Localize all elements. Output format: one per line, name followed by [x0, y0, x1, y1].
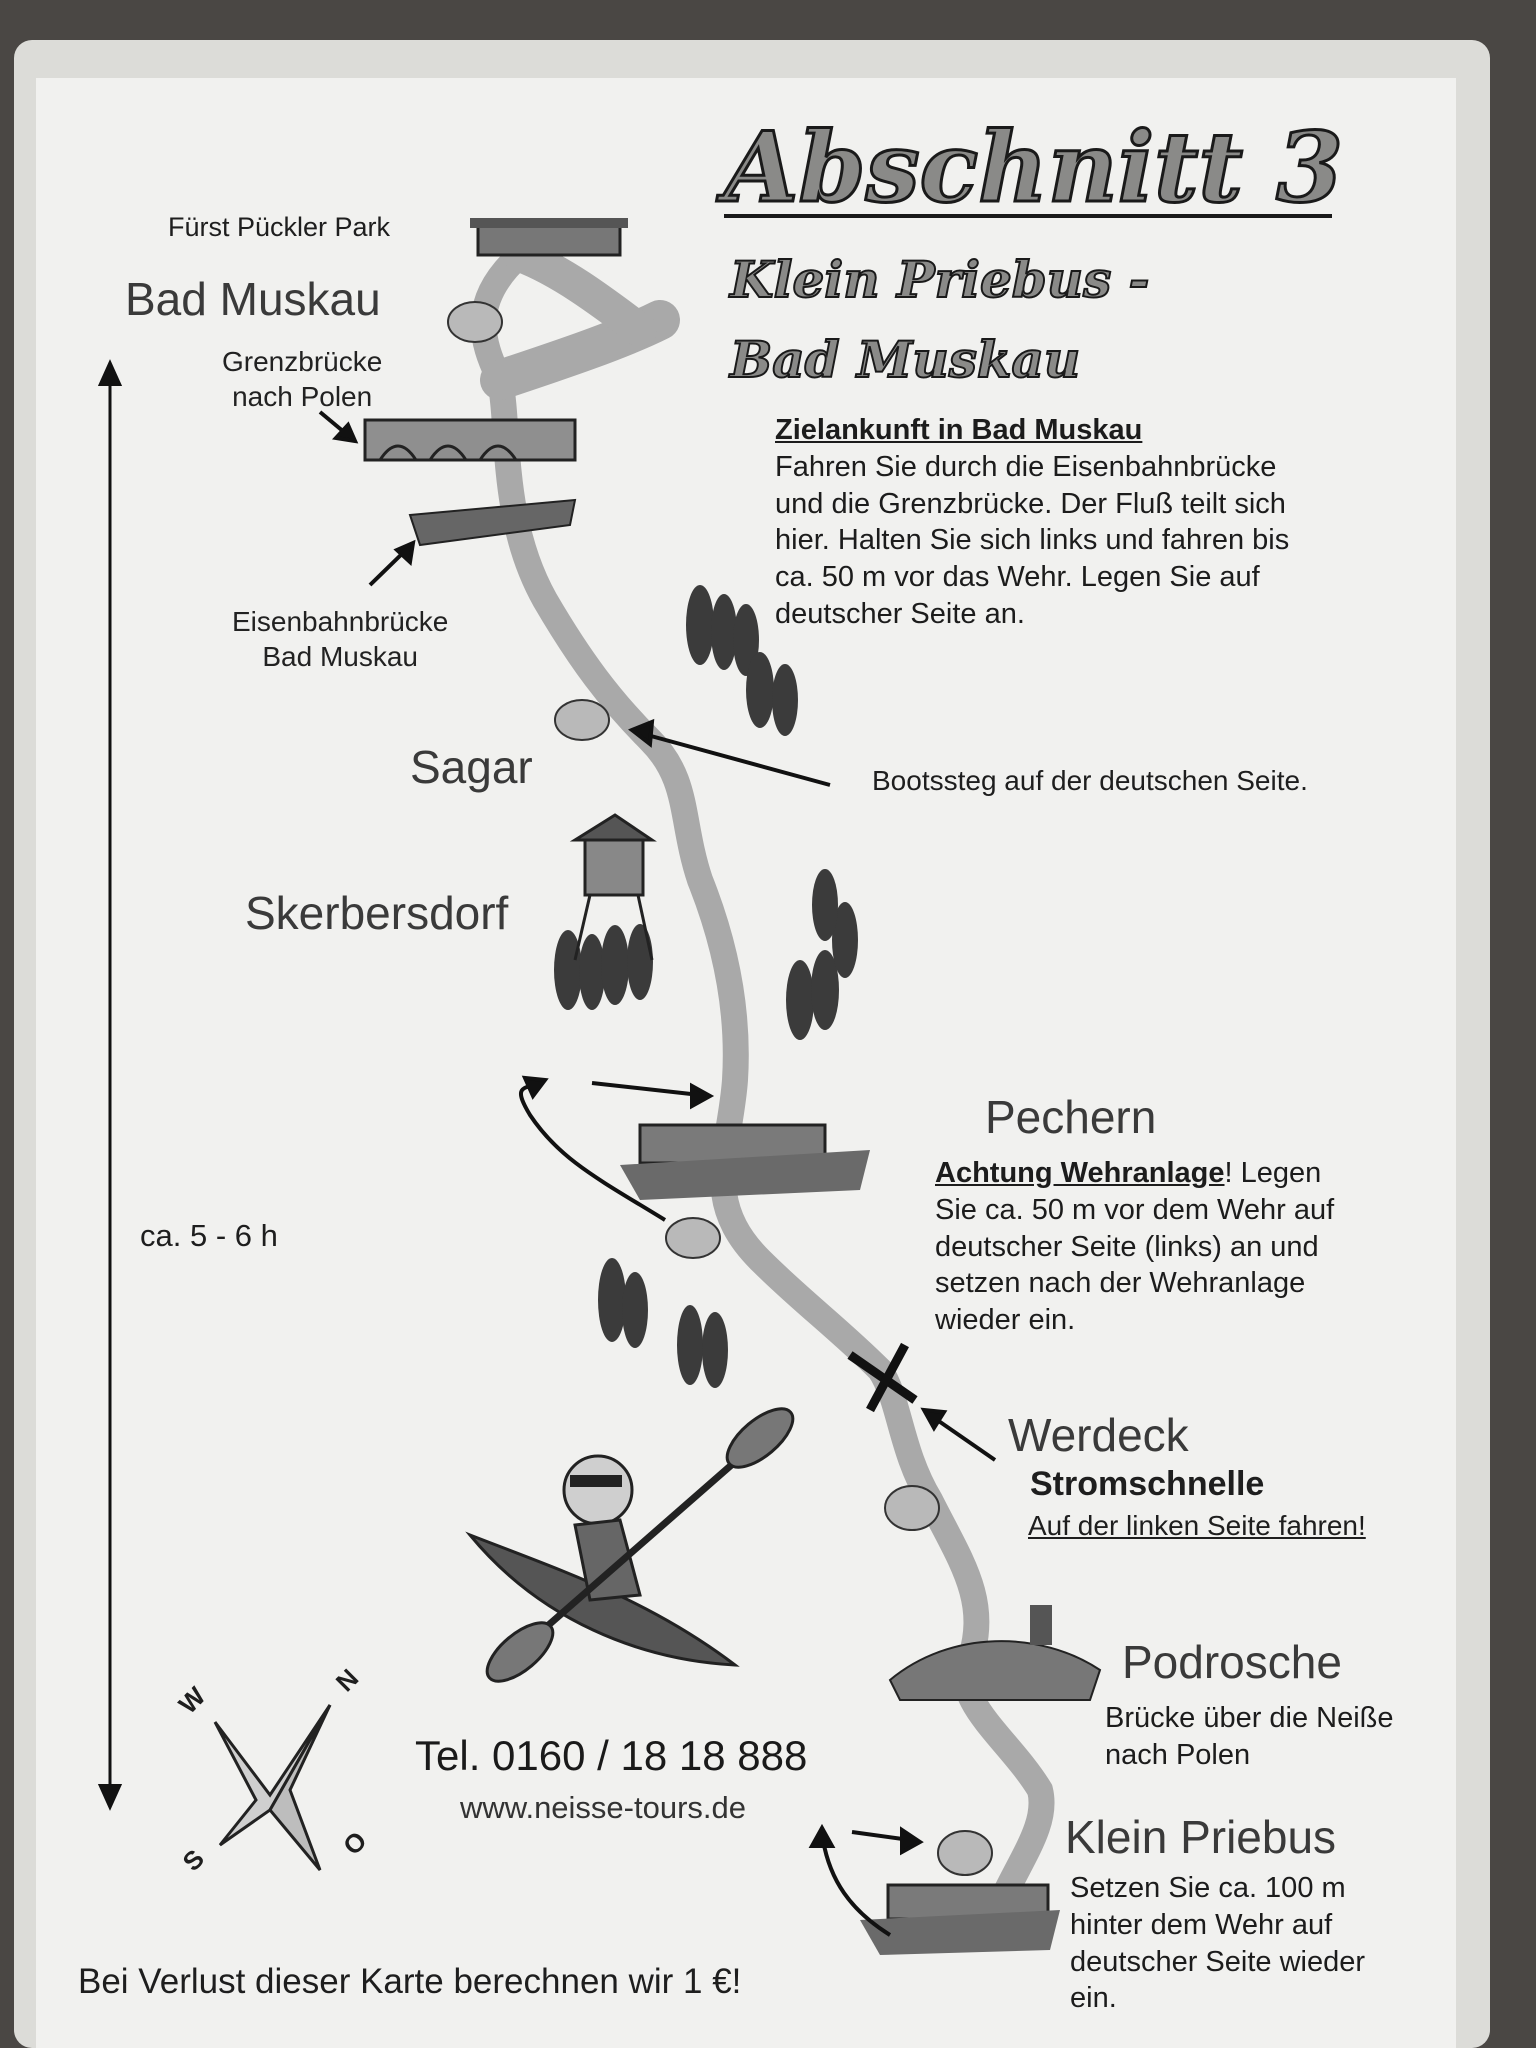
- label-bad-muskau: Bad Muskau: [125, 273, 381, 325]
- bridge-klein-priebus-icon: [860, 1883, 1060, 1955]
- label-park: Fürst Pückler Park: [168, 212, 391, 242]
- watchtower-icon: [569, 813, 657, 961]
- podrosche-note: Brücke über die Neiße nach Polen: [1105, 1700, 1394, 1774]
- label-eisenbahn-line: Eisenbahnbrücke: [232, 606, 449, 637]
- klein-priebus-line: Setzen Sie ca. 100 m: [1070, 1872, 1346, 1904]
- arrow-kp-out: [821, 1839, 892, 1937]
- tree-group-icon: [554, 585, 858, 1388]
- pechern-line: wieder ein.: [935, 1304, 1076, 1337]
- ziel-block: Zielankunft in Bad Muskau Fahren Sie dur…: [775, 412, 1415, 633]
- werdeck-text: Auf der linken Seite fahren!: [1028, 1510, 1366, 1541]
- pechern-line: setzen nach der Wehranlage: [935, 1267, 1306, 1300]
- arrow-pechern-in: [591, 1081, 701, 1097]
- pechern-line: Sie ca. 50 m vor dem Wehr auf: [935, 1193, 1335, 1226]
- label-grenzbruecke: Grenzbrücke nach Polen: [222, 344, 382, 414]
- bridge-park-icon: [470, 218, 628, 257]
- stop-marker-pechern: [665, 1217, 721, 1259]
- ziel-line: Fahren Sie durch die Eisenbahnbrücke: [775, 450, 1277, 483]
- river-park-branch: [503, 238, 657, 347]
- label-eisenbahn: Eisenbahnbrücke Bad Muskau: [232, 604, 448, 674]
- arrow-pechern-out: [519, 1083, 667, 1222]
- podrosche-line: nach Polen: [1105, 1738, 1251, 1771]
- kayaker-icon: [465, 1407, 795, 1683]
- label-grenzbruecke-line: Grenzbrücke: [222, 346, 383, 377]
- klein-priebus-line: hinter dem Wehr auf: [1070, 1908, 1333, 1941]
- klein-priebus-line: deutscher Seite wieder: [1070, 1945, 1365, 1978]
- stop-marker-sagar: [554, 699, 610, 741]
- bridge-podrosche-icon: [888, 1605, 1102, 1701]
- compass-rose-icon: [213, 1704, 332, 1871]
- stop-marker-werdeck: [884, 1485, 940, 1531]
- label-podrosche: Podrosche: [1122, 1636, 1342, 1688]
- label-duration: ca. 5 - 6 h: [140, 1218, 278, 1253]
- stop-marker-klein-priebus: [937, 1830, 993, 1876]
- label-pechern: Pechern: [985, 1091, 1157, 1143]
- label-klein-priebus: Klein Priebus: [1065, 1811, 1337, 1863]
- stop-marker-bad-muskau: [447, 301, 503, 343]
- ziel-line: und die Grenzbrücke. Der Fluß teilt sich: [775, 487, 1286, 520]
- bridge-grenz-icon: [363, 418, 577, 462]
- arrow-werdeck: [928, 1413, 997, 1462]
- label-eisenbahn-line: Bad Muskau: [262, 641, 418, 672]
- bridge-eisenbahn-icon: [408, 498, 577, 547]
- weir-cross-icon: [847, 1342, 918, 1413]
- label-bootssteg: Bootssteg auf der deutschen Seite.: [872, 765, 1308, 796]
- pechern-heading: Achtung Wehranlage: [935, 1157, 1225, 1189]
- contact-phone: Tel. 0160 / 18 18 888: [415, 1732, 808, 1779]
- pechern-line: deutscher Seite (links) an und: [935, 1230, 1319, 1263]
- ziel-line: ca. 50 m vor das Wehr. Legen Sie auf: [775, 561, 1260, 594]
- label-werdeck: Werdeck: [1008, 1409, 1189, 1461]
- arrow-sagar: [639, 731, 831, 787]
- bridge-pechern-icon: [620, 1123, 870, 1200]
- title-underline: [724, 214, 1332, 218]
- werdeck-heading: Stromschnelle: [1030, 1465, 1265, 1503]
- ziel-heading: Zielankunft in Bad Muskau: [775, 414, 1143, 446]
- klein-priebus-line: ein.: [1070, 1982, 1117, 2015]
- pechern-heading-tail: ! Legen: [1224, 1157, 1322, 1189]
- label-sagar: Sagar: [410, 741, 533, 793]
- ziel-line: hier. Halten Sie sich links und fahren b…: [775, 524, 1290, 557]
- page-title: Abschnitt 3: [722, 111, 1344, 224]
- subtitle-line1: Klein Priebus -: [729, 250, 1150, 309]
- contact-web: www.neisse-tours.de: [460, 1790, 747, 1825]
- pechern-note: Achtung Wehranlage! Legen Sie ca. 50 m v…: [935, 1155, 1415, 1339]
- label-grenzbruecke-line: nach Polen: [232, 381, 373, 412]
- klein-priebus-note: Setzen Sie ca. 100 m hinter dem Wehr auf…: [1070, 1870, 1365, 2017]
- label-skerbersdorf: Skerbersdorf: [245, 887, 509, 939]
- podrosche-line: Brücke über die Neiße: [1105, 1702, 1394, 1734]
- footer-note: Bei Verlust dieser Karte berechnen wir 1…: [78, 1962, 742, 2001]
- subtitle-line2: Bad Muskau: [729, 330, 1081, 389]
- ziel-line: deutscher Seite an.: [775, 598, 1025, 631]
